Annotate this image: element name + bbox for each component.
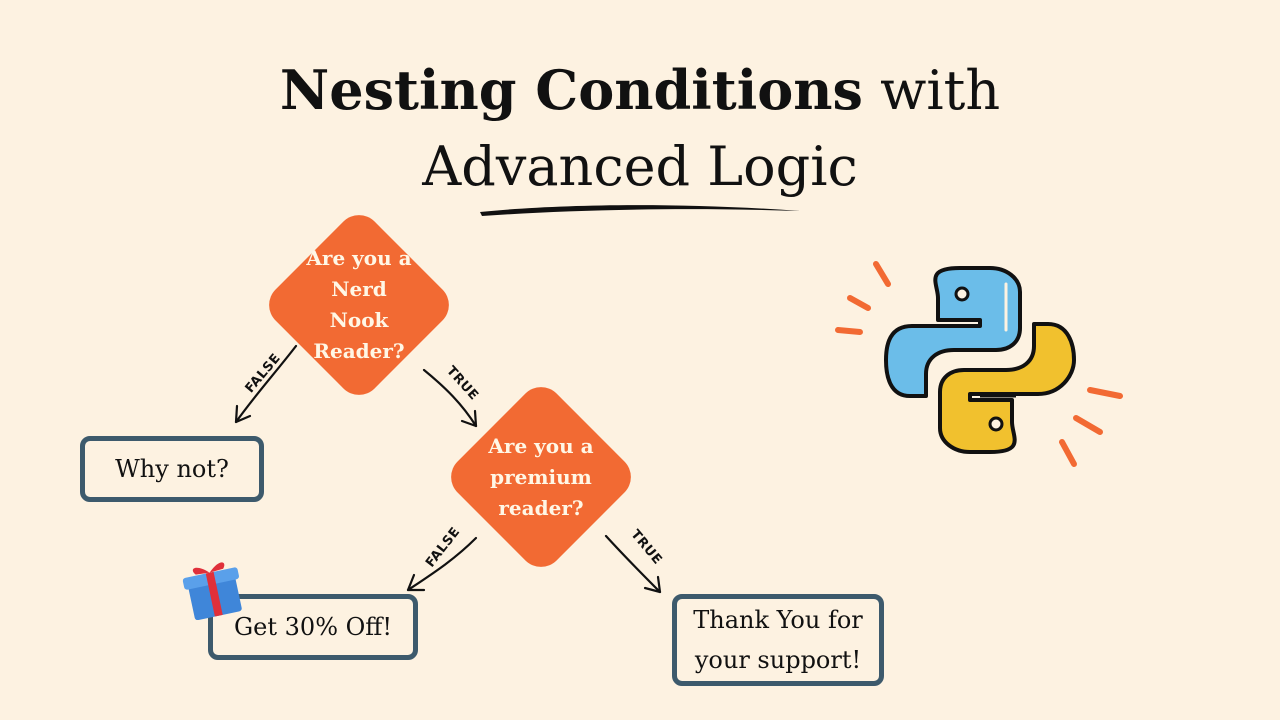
decision-2-line-2: premium bbox=[490, 464, 592, 489]
arrow-d2-false bbox=[406, 536, 478, 592]
arrowhead-d2-true bbox=[643, 575, 662, 594]
page-title: Nesting Conditions with Advanced Logic bbox=[0, 52, 1280, 205]
outcome-why-not-text: Why not? bbox=[115, 455, 229, 483]
decision-1-line-3: Reader? bbox=[313, 339, 405, 363]
decision-2-line-1: Are you a bbox=[488, 433, 594, 458]
title-light-text-2: Advanced Logic bbox=[422, 135, 858, 198]
outcome-thanks-line-2: your support! bbox=[694, 646, 862, 674]
arrow-d1-false bbox=[234, 344, 298, 424]
title-underline bbox=[480, 205, 800, 216]
accent-dash bbox=[873, 261, 891, 287]
title-line-2: Advanced Logic bbox=[0, 129, 1280, 205]
decision-1-line-1: Are you a bbox=[306, 246, 412, 270]
outcome-thanks-line-1: Thank You for bbox=[693, 606, 863, 634]
arrowhead-d2-false bbox=[406, 573, 426, 592]
decision-nerd-nook-reader: Are you a Nerd Nook Reader? bbox=[260, 206, 458, 404]
decision-premium-reader: Are you a premium reader? bbox=[442, 378, 640, 576]
arrowhead-d1-false bbox=[234, 404, 252, 424]
arrow-d2-true bbox=[604, 534, 662, 594]
title-light-text-1: with bbox=[880, 59, 1001, 122]
arrow-d1-true bbox=[422, 368, 478, 428]
accent-dash bbox=[1073, 415, 1103, 435]
accent-dash bbox=[835, 327, 863, 335]
accent-dash bbox=[1087, 387, 1123, 399]
accent-dash bbox=[847, 295, 871, 311]
outcome-why-not: Why not? bbox=[80, 436, 264, 502]
decision-2-line-3: reader? bbox=[498, 495, 584, 520]
title-bold-text: Nesting Conditions bbox=[279, 58, 863, 122]
outcome-discount: Get 30% Off! bbox=[208, 594, 418, 660]
arrowhead-d1-true bbox=[460, 409, 478, 428]
python-logo-icon bbox=[835, 261, 1123, 467]
outcome-thanks: Thank You for your support! bbox=[672, 594, 884, 686]
outcome-discount-text: Get 30% Off! bbox=[234, 613, 392, 641]
accent-dash bbox=[1059, 439, 1077, 467]
gift-box-icon bbox=[182, 562, 242, 620]
title-line-1: Nesting Conditions with bbox=[0, 52, 1280, 129]
decision-2-label: Are you a premium reader? bbox=[442, 378, 640, 576]
decision-1-line-2: Nerd Nook bbox=[329, 277, 389, 332]
decision-1-label: Are you a Nerd Nook Reader? bbox=[260, 206, 458, 404]
